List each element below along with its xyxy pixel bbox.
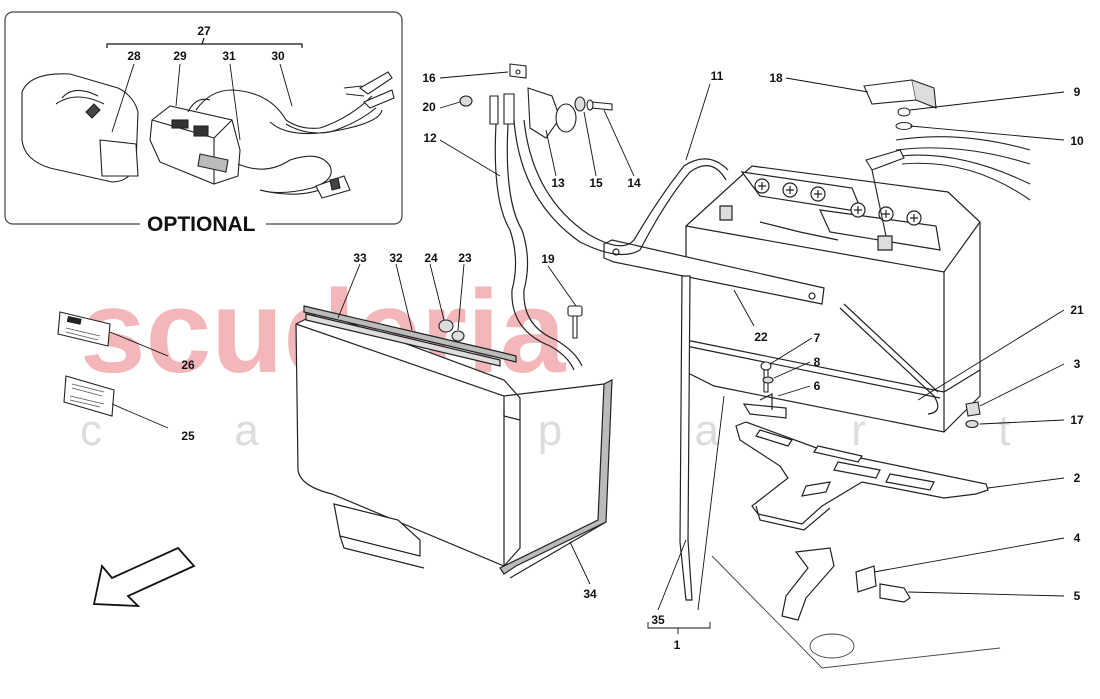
callout-21: 21 [1070,303,1084,317]
charger-mains-cable [237,155,351,199]
callout-20: 20 [422,100,436,114]
front-direction-arrow-icon [92,546,196,608]
callout-18: 18 [769,71,783,85]
callout-1: 1 [674,638,681,652]
hold-down-bar [603,239,825,305]
callout-34: 34 [583,587,597,601]
leader-lines [109,63,1065,634]
bolt-7 [760,361,772,393]
callout-19: 19 [541,252,555,266]
screw-19 [567,305,583,339]
nut-3 [965,401,981,417]
washer-15 [574,96,586,112]
floor-outline [711,555,1001,669]
callout-7: 7 [814,331,821,345]
callout-labels: 1 2 3 4 5 6 7 8 9 10 11 12 13 14 15 16 1… [127,24,1084,652]
nut-9 [895,107,913,130]
callout-3: 3 [1074,357,1081,371]
callout-6: 6 [814,379,821,393]
optional-title: OPTIONAL [147,213,256,236]
charger-bag [21,73,139,183]
callout-11: 11 [711,69,724,83]
grommet-23 [451,330,465,342]
bracket [781,547,911,621]
callout-35: 35 [651,613,665,627]
clip-16 [509,63,527,79]
callout-23: 23 [458,251,472,265]
terminal-cap [863,79,937,109]
callout-26: 26 [181,358,195,372]
battery-charger [149,89,287,185]
callout-13: 13 [551,176,565,190]
battery [685,165,981,433]
callout-32: 32 [389,251,403,265]
warning-label-26 [57,311,111,347]
callout-24: 24 [424,251,438,265]
washer-20 [459,95,473,107]
high-voltage-label-25 [63,375,115,417]
callout-25: 25 [181,429,195,443]
battery-tray [735,393,989,531]
callout-31: 31 [222,49,236,63]
callout-9: 9 [1074,85,1081,99]
charger-clamp-cables [269,71,395,135]
callout-12: 12 [423,131,437,145]
callout-4: 4 [1074,531,1081,545]
callout-5: 5 [1074,589,1081,603]
callout-30: 30 [271,49,285,63]
callout-16: 16 [422,71,436,85]
callout-2: 2 [1074,471,1081,485]
washer-17 [965,419,979,429]
callout-8: 8 [814,355,821,369]
callout-22: 22 [754,330,768,344]
grommet-24 [438,319,454,333]
washer-8 [762,376,774,384]
callout-14: 14 [627,176,641,190]
terminal-13 [489,87,577,139]
callout-27: 27 [197,24,211,38]
callout-15: 15 [589,176,603,190]
battery-cables [494,119,729,601]
callout-29: 29 [173,49,187,63]
optional-box: OPTIONAL [4,11,403,236]
callout-33: 33 [353,251,367,265]
battery-cover [295,305,613,579]
terminal-cables [865,136,1031,237]
callout-17: 17 [1070,413,1084,427]
callout-10: 10 [1070,134,1084,148]
callout-28: 28 [127,49,141,63]
hold-down-rod [839,303,939,415]
screw-14 [586,99,613,111]
